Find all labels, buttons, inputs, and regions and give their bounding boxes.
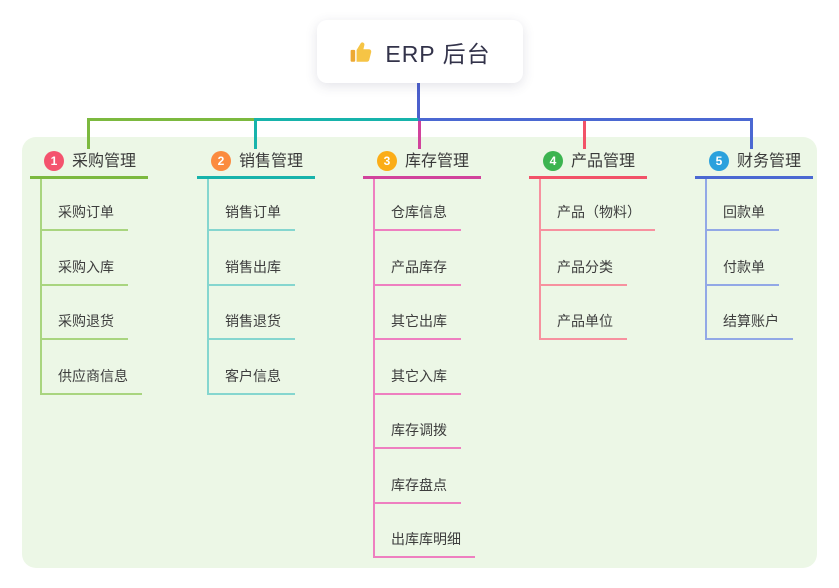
child-underline-1-2 xyxy=(40,284,128,286)
root-node[interactable]: ERP 后台 xyxy=(317,20,523,83)
child-label-1-2: 采购入库 xyxy=(58,259,114,275)
child-underline-4-1 xyxy=(539,229,655,231)
child-underline-2-1 xyxy=(207,229,295,231)
child-underline-4-3 xyxy=(539,338,627,340)
child-underline-1-3 xyxy=(40,338,128,340)
branch-number-badge-4: 4 xyxy=(543,151,563,171)
branch-underline-2 xyxy=(197,176,315,179)
child-label-4-2: 产品分类 xyxy=(557,259,613,275)
child-label-3-2: 产品库存 xyxy=(391,259,447,275)
child-label-2-4: 客户信息 xyxy=(225,368,281,384)
root-stem-line xyxy=(417,83,420,121)
branch-underline-1 xyxy=(30,176,148,179)
branch-drop-line-2 xyxy=(254,121,257,149)
branch-number-badge-1: 1 xyxy=(44,151,64,171)
child-label-3-4: 其它入库 xyxy=(391,368,447,384)
child-label-5-2: 付款单 xyxy=(723,259,765,275)
branch-label-3: 库存管理 xyxy=(405,153,470,170)
branch-spine-5 xyxy=(705,179,707,340)
bus-segment-2 xyxy=(254,118,418,121)
branch-spine-2 xyxy=(207,179,209,395)
child-underline-1-1 xyxy=(40,229,128,231)
child-underline-3-2 xyxy=(373,284,461,286)
child-underline-3-3 xyxy=(373,338,461,340)
branch-drop-line-4 xyxy=(583,121,586,149)
branch-number-badge-3: 3 xyxy=(377,151,397,171)
branch-label-1: 采购管理 xyxy=(72,153,137,170)
bus-segment-3 xyxy=(418,118,753,121)
branch-spine-1 xyxy=(40,179,42,395)
branch-number-badge-5: 5 xyxy=(709,151,729,171)
branch-underline-3 xyxy=(363,176,481,179)
branch-label-5: 财务管理 xyxy=(737,153,802,170)
root-label: ERP 后台 xyxy=(385,40,491,67)
child-label-2-1: 销售订单 xyxy=(225,204,281,220)
child-underline-5-3 xyxy=(705,338,793,340)
child-label-5-1: 回款单 xyxy=(723,204,765,220)
child-label-5-3: 结算账户 xyxy=(723,313,779,329)
child-label-2-2: 销售出库 xyxy=(225,259,281,275)
branch-spine-4 xyxy=(539,179,541,340)
child-label-1-1: 采购订单 xyxy=(58,204,114,220)
child-label-3-7: 出库库明细 xyxy=(391,531,461,547)
branch-drop-line-3 xyxy=(418,121,421,149)
child-label-4-1: 产品（物料） xyxy=(557,204,641,220)
child-label-3-1: 仓库信息 xyxy=(391,204,447,220)
child-label-2-3: 销售退货 xyxy=(225,313,281,329)
branch-label-2: 销售管理 xyxy=(239,153,304,170)
child-underline-2-2 xyxy=(207,284,295,286)
child-label-1-4: 供应商信息 xyxy=(58,368,128,384)
child-label-3-3: 其它出库 xyxy=(391,313,447,329)
thumbs-up-icon xyxy=(349,39,375,65)
child-underline-2-3 xyxy=(207,338,295,340)
branch-number-badge-2: 2 xyxy=(211,151,231,171)
child-underline-3-5 xyxy=(373,447,461,449)
child-underline-5-1 xyxy=(705,229,779,231)
child-label-3-6: 库存盘点 xyxy=(391,477,447,493)
branch-underline-4 xyxy=(529,176,647,179)
child-underline-5-2 xyxy=(705,284,779,286)
child-label-1-3: 采购退货 xyxy=(58,313,114,329)
branch-label-4: 产品管理 xyxy=(571,153,636,170)
child-underline-3-1 xyxy=(373,229,461,231)
child-label-4-3: 产品单位 xyxy=(557,313,613,329)
branch-underline-5 xyxy=(695,176,813,179)
branches-panel xyxy=(22,137,817,568)
child-underline-3-6 xyxy=(373,502,461,504)
branch-spine-3 xyxy=(373,179,375,558)
child-underline-3-4 xyxy=(373,393,461,395)
child-underline-2-4 xyxy=(207,393,295,395)
branch-drop-line-1 xyxy=(87,121,90,149)
child-underline-3-7 xyxy=(373,556,475,558)
branch-drop-line-5 xyxy=(750,121,753,149)
child-underline-1-4 xyxy=(40,393,142,395)
child-underline-4-2 xyxy=(539,284,627,286)
bus-segment-1 xyxy=(87,118,254,121)
child-label-3-5: 库存调拨 xyxy=(391,422,447,438)
